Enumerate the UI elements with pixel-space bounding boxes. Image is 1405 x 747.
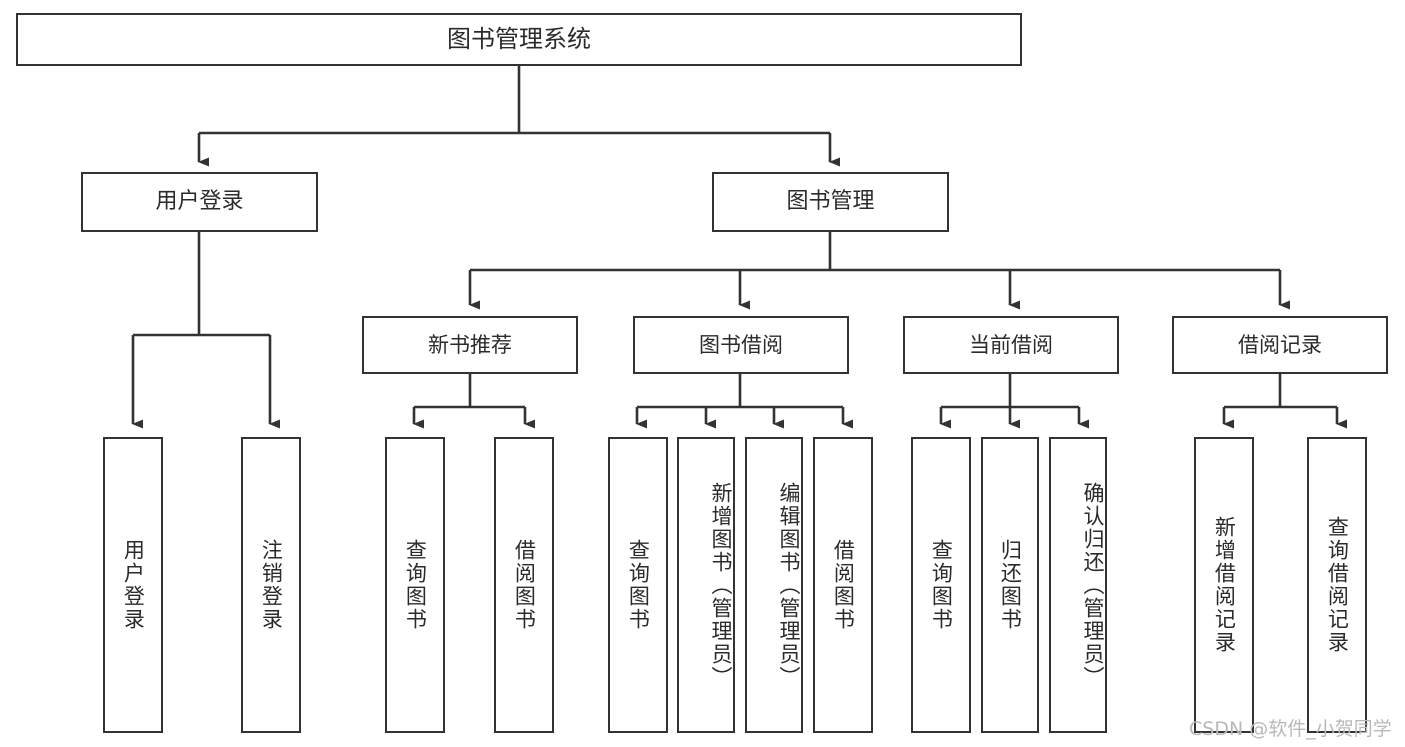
node-new-book-recommend[interactable]: 新书推荐 (362, 316, 578, 374)
node-label: 借阅图书 (831, 539, 856, 631)
node-label: 新增借阅记录 (1212, 516, 1237, 654)
node-label: 图书管理 (786, 189, 875, 215)
node-label: 借阅记录 (1238, 332, 1322, 357)
node-label: 查询图书 (403, 539, 428, 631)
node-label: 注销登录 (259, 539, 284, 631)
node-label: 查询图书 (929, 539, 954, 631)
node-label: 新增图书（管理员） (709, 481, 733, 689)
leaf-book-borrow-borrow-book[interactable]: 借阅图书 (813, 437, 873, 733)
node-label: 当前借阅 (969, 332, 1053, 357)
leaf-user-login-logout[interactable]: 注销登录 (241, 437, 301, 733)
node-user-login[interactable]: 用户登录 (81, 172, 318, 232)
node-label: 查询图书 (626, 539, 651, 631)
leaf-current-borrow-query-book[interactable]: 查询图书 (911, 437, 971, 733)
leaf-new-book-borrow-book[interactable]: 借阅图书 (494, 437, 554, 733)
leaf-current-borrow-return-book[interactable]: 归还图书 (981, 437, 1039, 733)
leaf-new-book-query-book[interactable]: 查询图书 (385, 437, 445, 733)
leaf-user-login-login[interactable]: 用户登录 (103, 437, 163, 733)
node-label: 确认归还（管理员） (1081, 481, 1105, 689)
leaf-book-borrow-add-book-admin[interactable]: 新增图书（管理员） (677, 437, 735, 733)
node-label: 查询借阅记录 (1325, 516, 1350, 654)
node-label: 图书管理系统 (447, 25, 591, 54)
node-label: 编辑图书（管理员） (777, 481, 801, 689)
node-label: 新书推荐 (428, 332, 512, 357)
node-book-management[interactable]: 图书管理 (712, 172, 949, 232)
leaf-borrow-record-query-record[interactable]: 查询借阅记录 (1307, 437, 1367, 733)
node-label: 用户登录 (155, 189, 244, 215)
node-borrow-record[interactable]: 借阅记录 (1172, 316, 1388, 374)
leaf-book-borrow-query-book[interactable]: 查询图书 (608, 437, 668, 733)
csdn-watermark: CSDN @软件_小贺同学 (1189, 714, 1392, 741)
leaf-current-borrow-confirm-return-admin[interactable]: 确认归还（管理员） (1049, 437, 1107, 733)
node-label: 图书借阅 (699, 332, 783, 357)
node-book-borrow[interactable]: 图书借阅 (633, 316, 849, 374)
node-label: 用户登录 (121, 539, 146, 631)
node-root-system[interactable]: 图书管理系统 (16, 13, 1022, 66)
node-label: 归还图书 (998, 539, 1023, 631)
leaf-book-borrow-edit-book-admin[interactable]: 编辑图书（管理员） (745, 437, 803, 733)
watermark-text: CSDN @软件_小贺同学 (1189, 718, 1392, 740)
leaf-borrow-record-add-record[interactable]: 新增借阅记录 (1194, 437, 1254, 733)
node-label: 借阅图书 (512, 539, 537, 631)
node-current-borrow[interactable]: 当前借阅 (903, 316, 1119, 374)
